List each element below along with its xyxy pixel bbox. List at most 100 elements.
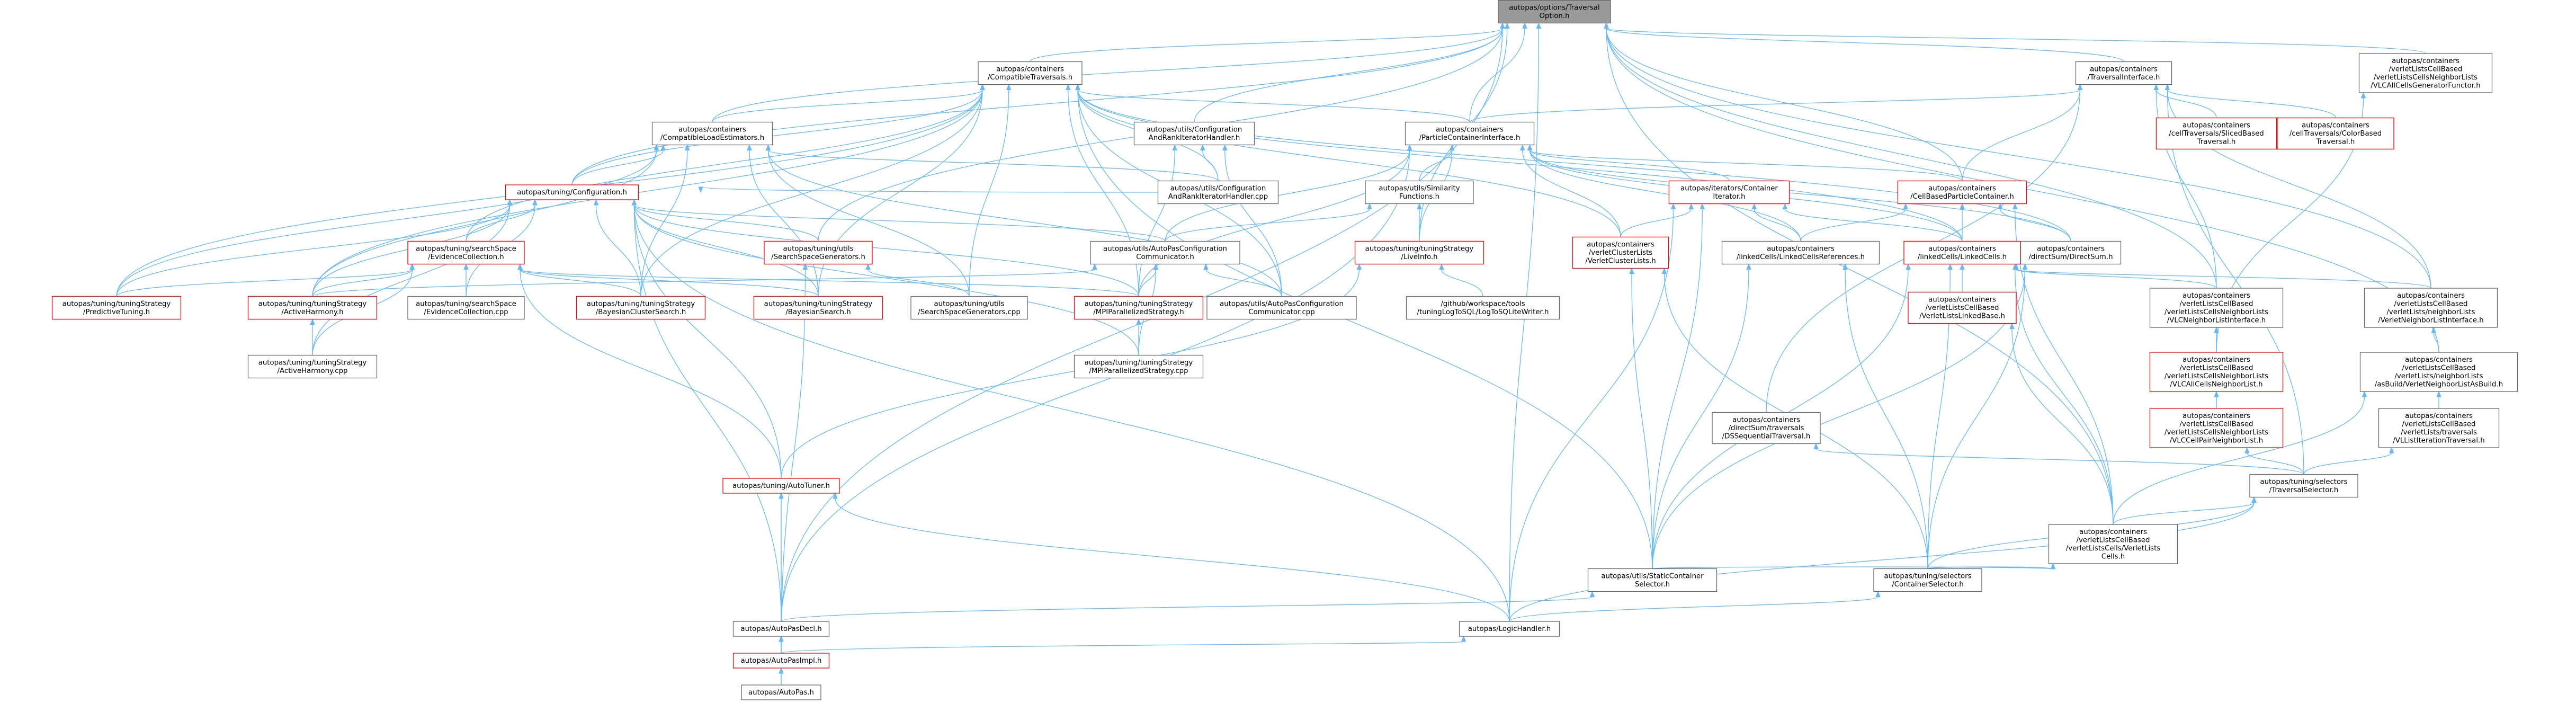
graph-node-apImpl[interactable]: autopas/AutoPasImpl.h [732, 653, 830, 669]
graph-node-actHarmCpp[interactable]: autopas/tuning/tuningStrategy/ActiveHarm… [247, 354, 378, 379]
edge-line [2113, 396, 2365, 525]
graph-node-apConfCommCpp[interactable]: autopas/utils/AutoPasConfigurationCommun… [1206, 296, 1357, 320]
edge-line [1202, 150, 1219, 181]
edge-arrowhead [2077, 84, 2083, 90]
edge-line [1800, 209, 1906, 242]
graph-edge [1998, 203, 2071, 242]
edge-line [571, 150, 664, 185]
node-label-line: /verletListsCellBased [2389, 66, 2463, 74]
node-box [576, 296, 706, 320]
node-box [1587, 568, 1718, 592]
graph-node-configRankCpp[interactable]: autopas/utils/ConfigurationAndRankIterat… [1157, 180, 1279, 204]
graph-node-actHarmH[interactable]: autopas/tuning/tuningStrategy/ActiveHarm… [247, 296, 378, 320]
edge-line [1652, 566, 2054, 569]
graph-node-vlcBase[interactable]: autopas/containers/verletListsCellBased/… [1908, 291, 2017, 324]
graph-node-cellBasedPC[interactable]: autopas/containers/CellBasedParticleCont… [1897, 180, 2027, 204]
graph-edge [1075, 84, 1621, 237]
graph-node-vlcAllCellsNL[interactable]: autopas/containers/verletListsCellBased/… [2149, 352, 2284, 392]
node-label-line: /MPIParallelizedStrategy.cpp [1089, 367, 1188, 375]
edge-arrowhead [1417, 203, 1422, 209]
node-label-line: /verletListsCellBased [2077, 537, 2150, 545]
graph-node-contSel[interactable]: autopas/tuning/selectors/ContainerSelect… [1873, 568, 1982, 592]
node-label-line: autopas/containers [996, 66, 1064, 74]
edge-line [1606, 28, 2217, 289]
edge-arrowhead [2214, 326, 2219, 333]
graph-node-vclH[interactable]: autopas/containers/verletClusterLists/Ve… [1572, 236, 1669, 269]
edge-line [1815, 448, 2304, 475]
graph-node-compatLoad[interactable]: autopas/containers/CompatibleLoadEstimat… [651, 121, 773, 146]
graph-node-apConfComm[interactable]: autopas/utils/AutoPasConfigurationCommun… [1090, 241, 1240, 265]
graph-edge [1200, 144, 1219, 181]
graph-node-sqlWriter[interactable]: /github/workspace/tools/tuningLogToSQL/L… [1406, 296, 1560, 320]
graph-node-evidenceCpp[interactable]: autopas/tuning/searchSpace/EvidenceColle… [407, 296, 525, 320]
graph-node-logicHandler[interactable]: autopas/LogicHandler.h [1459, 621, 1560, 637]
node-label-line: autopas/iterators/Container [1680, 185, 1778, 193]
node-label-line: autopas/containers [1587, 241, 1654, 249]
graph-node-vlNLI[interactable]: autopas/containers/verletListsCellBased/… [2364, 288, 2498, 328]
graph-edge [2244, 447, 2304, 475]
graph-node-mpiParH[interactable]: autopas/tuning/tuningStrategy/MPIParalle… [1074, 296, 1204, 320]
graph-node-bayesSearch[interactable]: autopas/tuning/tuningStrategy/BayesianSe… [753, 296, 883, 320]
edge-line [2016, 269, 2217, 289]
node-label-line: /verletListsCellsNeighborLists [2164, 372, 2268, 380]
node-label-line: Functions.h [1399, 193, 1439, 201]
graph-node-apH[interactable]: autopas/AutoPas.h [741, 684, 821, 700]
graph-node-evidenceCol[interactable]: autopas/tuning/searchSpace/EvidenceColle… [407, 241, 525, 265]
graph-node-lcSliced[interactable]: autopas/containers/cellTraversals/Sliced… [2155, 117, 2277, 150]
edge-line [312, 269, 413, 297]
graph-node-ssGen[interactable]: autopas/tuning/utils/SearchSpaceGenerato… [764, 241, 873, 265]
edge-arrowhead [463, 263, 469, 270]
graph-node-vlcGen[interactable]: autopas/containers/verletListsCellBased/… [2358, 53, 2493, 93]
edge-line [1419, 150, 1453, 181]
node-label-line: /verletListsCellsNeighborLists [2164, 429, 2268, 437]
graph-edge [698, 186, 1158, 193]
edge-line [466, 90, 983, 242]
graph-node-vlcCells[interactable]: autopas/containers/verletListsCellBased/… [2048, 524, 2178, 564]
graph-node-lcH[interactable]: autopas/containers/linkedCells/LinkedCel… [1903, 241, 2021, 265]
edge-line [767, 150, 970, 297]
graph-node-vlcCellPair[interactable]: autopas/containers/verletListsCellBased/… [2149, 408, 2284, 448]
node-box [2155, 117, 2277, 150]
graph-node-dsSeq[interactable]: autopas/containers/directSum/traversals/… [1712, 412, 1821, 444]
graph-node-mpiParCpp[interactable]: autopas/tuning/tuningStrategy/MPIParalle… [1074, 354, 1204, 379]
graph-node-lcColor[interactable]: autopas/containers/cellTraversals/ColorB… [2277, 117, 2394, 150]
graph-node-bayesCluster[interactable]: autopas/tuning/tuningStrategy/BayesianCl… [576, 296, 706, 320]
graph-node-predTuning[interactable]: autopas/tuning/tuningStrategy/Predictive… [51, 296, 182, 320]
graph-node-dsH[interactable]: autopas/containers/directSum/DirectSum.h [2020, 241, 2122, 265]
graph-node-ssGenCpp[interactable]: autopas/tuning/utils/SearchSpaceGenerato… [910, 296, 1028, 320]
edge-line [1606, 28, 2431, 289]
node-label-line: /asBuild/VerletNeighborListAsBuild.h [2375, 381, 2503, 389]
node-label-line: /cellTraversals/SlicedBased [2169, 130, 2264, 138]
graph-edge [833, 492, 1510, 622]
edge-line [595, 204, 641, 297]
edge-arrowhead [2164, 84, 2170, 90]
graph-node-apDecl[interactable]: autopas/AutoPasDecl.h [732, 621, 830, 637]
node-label-line: autopas/containers [2405, 412, 2473, 420]
node-box [1712, 412, 1821, 444]
node-label-line: autopas/tuning/tuningStrategy [1085, 300, 1193, 308]
graph-node-autoTuner[interactable]: autopas/tuning/AutoTuner.h [722, 478, 840, 494]
graph-node-vlAsBuild[interactable]: autopas/containers/verletListsCellBased/… [2359, 352, 2518, 392]
edge-arrowhead [1604, 22, 1609, 29]
graph-node-lcRefs[interactable]: autopas/containers/linkedCells/LinkedCel… [1721, 241, 1880, 265]
graph-node-trInterface[interactable]: autopas/containers/TraversalInterface.h [2075, 61, 2172, 85]
node-label-line: Traversal.h [2316, 138, 2355, 146]
node-label-line: /ActiveHarmony.h [281, 308, 343, 316]
graph-node-particleCI[interactable]: autopas/containers/ParticleContainerInte… [1405, 121, 1535, 146]
edge-arrowhead [2012, 263, 2018, 270]
graph-node-trSelector[interactable]: autopas/tuning/selectors/TraversalSelect… [2249, 474, 2358, 498]
edge-line [767, 149, 1219, 182]
edge-arrowhead [1505, 22, 1510, 29]
graph-node-configH[interactable]: autopas/tuning/Configuration.h [505, 184, 639, 200]
graph-node-compatTrav[interactable]: autopas/containers/CompatibleTraversals.… [978, 61, 1083, 85]
graph-node-configRank[interactable]: autopas/utils/ConfigurationAndRankIterat… [1133, 121, 1255, 146]
graph-edge [1509, 496, 2257, 622]
graph-node-vlAsBuildTr[interactable]: autopas/containers/verletListsCellBased/… [2378, 408, 2500, 448]
graph-node-liveInfo[interactable]: autopas/tuning/tuningStrategy/LiveInfo.h [1354, 241, 1484, 265]
graph-edge [1520, 144, 1621, 237]
graph-node-vlcNLI[interactable]: autopas/containers/verletListsCellBased/… [2149, 288, 2284, 328]
